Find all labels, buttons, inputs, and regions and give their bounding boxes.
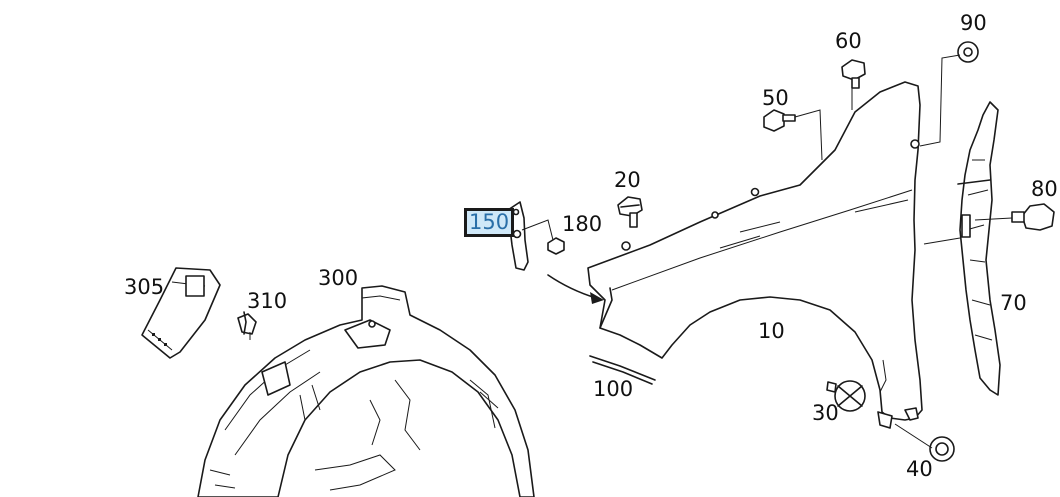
label-part-10[interactable]: 10 — [758, 319, 785, 343]
label-part-80[interactable]: 80 — [1031, 177, 1058, 201]
screw-part-50[interactable] — [763, 109, 796, 132]
clip-part-310[interactable] — [237, 311, 257, 335]
fender-part-10[interactable] — [587, 81, 923, 429]
bracket-part-150[interactable] — [507, 201, 529, 271]
label-part-180[interactable]: 180 — [562, 212, 603, 236]
label-part-40[interactable]: 40 — [906, 457, 933, 481]
label-part-60[interactable]: 60 — [835, 29, 862, 53]
label-part-100[interactable]: 100 — [593, 377, 634, 401]
label-part-310[interactable]: 310 — [247, 289, 288, 313]
seal-part-100[interactable] — [589, 355, 656, 385]
label-part-305[interactable]: 305 — [124, 275, 165, 299]
label-part-150[interactable]: 150 — [463, 208, 515, 237]
label-part-20[interactable]: 20 — [614, 168, 641, 192]
direction-arrow — [547, 274, 604, 304]
liner-part-300[interactable] — [197, 285, 535, 497]
leader-lines — [249, 54, 1013, 449]
bracket-part-70[interactable] — [957, 101, 1001, 396]
clip-part-80[interactable] — [1011, 203, 1055, 231]
nut-part-40[interactable] — [929, 436, 955, 462]
label-part-90[interactable]: 90 — [960, 11, 987, 35]
nut-part-180[interactable] — [547, 237, 565, 255]
cover-part-305[interactable] — [141, 267, 221, 359]
screw-part-20[interactable] — [617, 196, 643, 228]
screw-part-60[interactable] — [841, 59, 866, 89]
nut-part-90[interactable] — [957, 41, 979, 63]
label-part-300[interactable]: 300 — [318, 266, 359, 290]
label-part-50[interactable]: 50 — [762, 86, 789, 110]
label-part-70[interactable]: 70 — [1000, 291, 1027, 315]
label-part-30[interactable]: 30 — [812, 401, 839, 425]
clip-part-30[interactable] — [826, 380, 866, 412]
